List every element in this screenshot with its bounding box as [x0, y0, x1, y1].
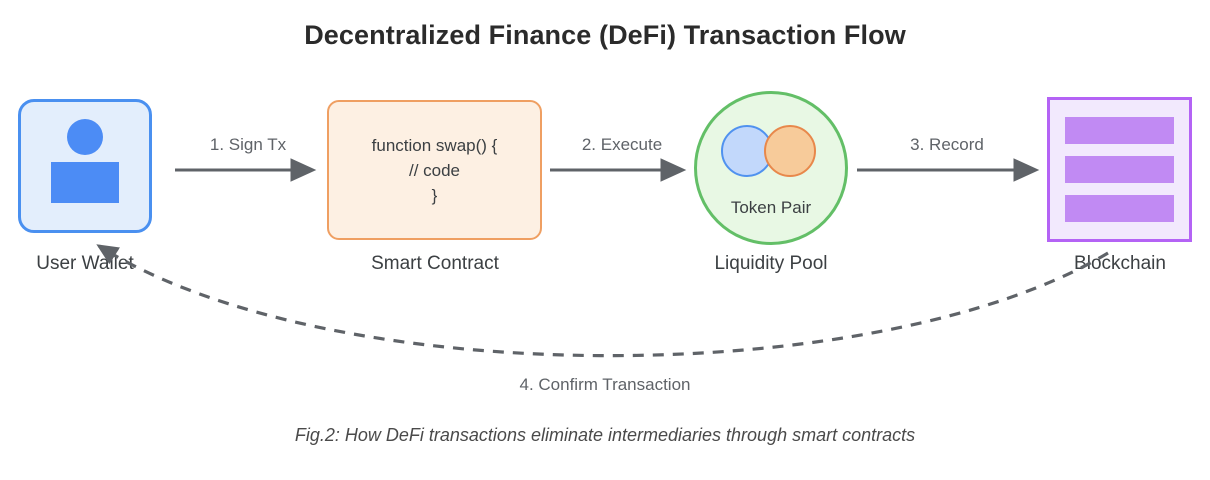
token-b-icon — [764, 125, 816, 177]
arrow-label-3: 3. Record — [910, 135, 984, 154]
figure-caption: Fig.2: How DeFi transactions eliminate i… — [294, 425, 916, 445]
node-liquidity-pool[interactable]: Token Pair — [694, 91, 848, 245]
code-line-1: function swap() { — [371, 135, 498, 155]
arrow-label-4: 4. Confirm Transaction — [519, 375, 691, 394]
node-label-user-wallet: User Wallet — [36, 253, 134, 274]
node-label-blockchain: Blockchain — [1074, 253, 1166, 274]
person-head-icon — [67, 119, 103, 155]
block-bar-1 — [1065, 117, 1174, 144]
code-line-2: // code — [408, 160, 461, 180]
arrow-label-2: 2. Execute — [581, 135, 663, 154]
page-title: Decentralized Finance (DeFi) Transaction… — [304, 20, 906, 50]
node-label-liquidity-pool: Liquidity Pool — [714, 253, 828, 274]
node-blockchain[interactable] — [1047, 97, 1192, 242]
block-bar-2 — [1065, 156, 1174, 183]
arrow-4-confirm-transaction — [96, 244, 1109, 358]
token-pair-label: Token Pair — [730, 198, 812, 217]
arrow-label-1: 1. Sign Tx — [209, 135, 287, 154]
node-user-wallet[interactable] — [18, 99, 152, 233]
node-smart-contract[interactable]: function swap() { // code } — [327, 100, 542, 240]
node-label-smart-contract: Smart Contract — [371, 253, 499, 274]
person-body-icon — [51, 162, 119, 203]
code-line-3: } — [431, 185, 438, 205]
block-bar-3 — [1065, 195, 1174, 222]
